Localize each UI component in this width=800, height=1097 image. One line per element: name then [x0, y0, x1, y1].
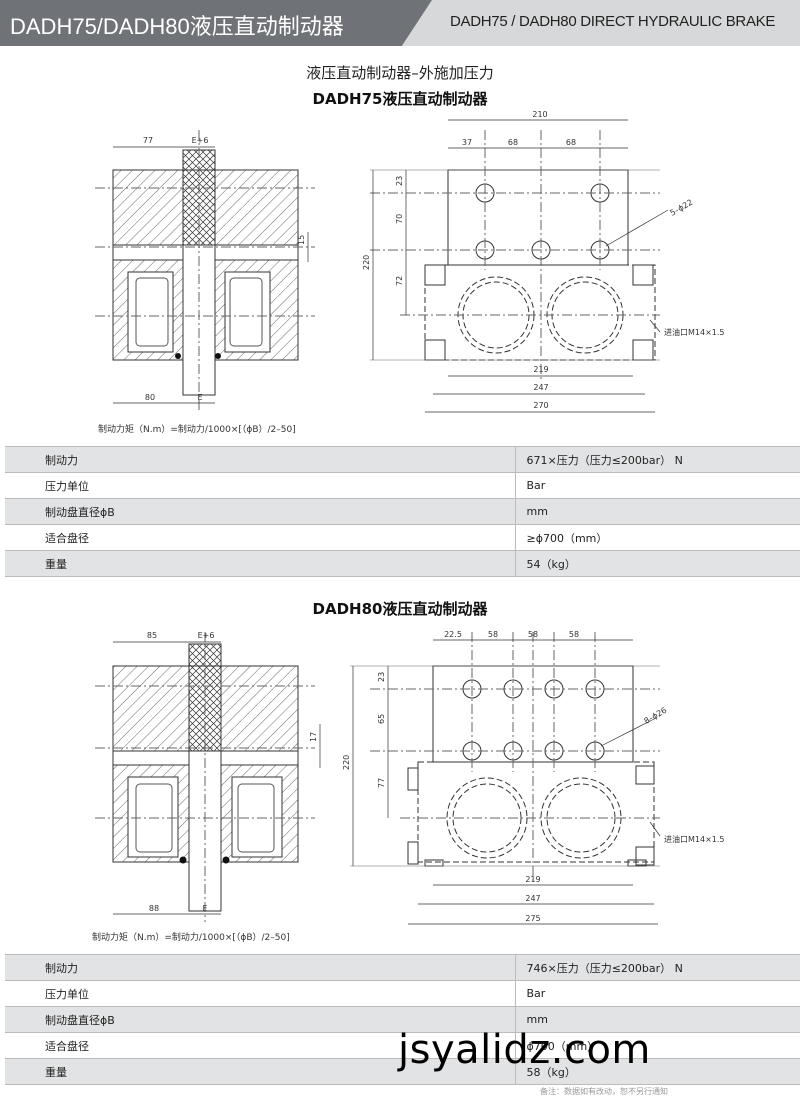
table-row: 压力单位 Bar	[5, 980, 800, 1007]
body-lower	[417, 761, 655, 863]
table-row: 压力单位 Bar	[5, 472, 800, 499]
dim-247: 247	[525, 894, 540, 903]
dim-e: E	[202, 904, 207, 913]
mount-tab	[632, 339, 654, 361]
spec-value: Bar	[515, 472, 800, 499]
dim-85: 85	[147, 631, 157, 640]
dim-58c: 58	[569, 630, 579, 639]
dim-68a: 68	[508, 138, 518, 147]
dim-210: 210	[532, 110, 547, 119]
port-label: 进油口M14×1.5	[664, 834, 725, 844]
dim-65: 65	[377, 714, 386, 724]
piston-right	[224, 271, 271, 353]
hatch-upper-left	[112, 169, 184, 246]
spec-value: mm	[515, 1006, 800, 1033]
dim-23: 23	[395, 176, 404, 186]
spec-value: mm	[515, 498, 800, 525]
port-label: 进油口M14×1.5	[664, 327, 725, 337]
hatch-upper-left	[112, 665, 190, 752]
mount-tab	[424, 339, 446, 361]
watermark-text: jsyalidz.com	[398, 1027, 651, 1073]
spec-value: Bar	[515, 980, 800, 1007]
header-right-title: DADH75 / DADH80 DIRECT HYDRAULIC BRAKE	[450, 13, 776, 30]
dim-22-5: 22.5	[444, 630, 462, 639]
section2-formula: 制动力矩（N.m）=制动力/1000×[（ϕB）/2–50]	[92, 933, 290, 943]
footnote: 备注：数据如有改动，恕不另行通知	[540, 1087, 668, 1096]
dim-58b: 58	[528, 630, 538, 639]
dim-e6: E+6	[198, 631, 215, 640]
dim-23: 23	[377, 672, 386, 682]
dim-77: 77	[377, 778, 386, 788]
table-row: 适合盘径 ≥ϕ700（mm）	[5, 524, 800, 551]
dim-15: 15	[297, 235, 306, 245]
section1-spec-table: 制动力 671×压力（压力≤200bar） N 压力单位 Bar 制动盘直径ϕB…	[5, 446, 800, 577]
section2-spec-table: 制动力 746×压力（压力≤200bar） N 压力单位 Bar 制动盘直径ϕB…	[5, 954, 800, 1085]
dim-219: 219	[533, 365, 548, 374]
dim-68b: 68	[566, 138, 576, 147]
spec-value: ≥ϕ700（mm）	[515, 524, 800, 551]
dim-58a: 58	[488, 630, 498, 639]
seal-left	[179, 856, 187, 864]
section1-subtitle: 液压直动制动器–外施加压力	[306, 64, 494, 82]
dim-72: 72	[395, 276, 404, 286]
spec-key: 制动盘直径ϕB	[5, 498, 516, 525]
dim-219: 219	[525, 875, 540, 884]
page-header: DADH75/DADH80液压直动制动器 DADH75 / DADH80 DIR…	[0, 0, 800, 46]
header-title-block: DADH75/DADH80液压直动制动器	[0, 0, 432, 46]
table-row: 制动力 746×压力（压力≤200bar） N	[5, 954, 800, 981]
table-row: 适合盘径 ϕ700（mm）	[5, 1032, 800, 1059]
header-left-title: DADH75/DADH80液压直动制动器	[10, 14, 344, 39]
holes-label: 5–ϕ22	[669, 198, 695, 218]
spec-value: 746×压力（压力≤200bar） N	[515, 954, 800, 981]
spec-key: 制动力	[5, 954, 516, 981]
mount-tab	[632, 264, 654, 286]
dim-88: 88	[149, 904, 159, 913]
dim-220: 220	[362, 255, 371, 270]
spec-key: 重量	[5, 550, 516, 577]
hatch-upper-right	[220, 665, 299, 752]
spec-key: 压力单位	[5, 980, 516, 1007]
holes-label: 8–ϕ26	[643, 706, 669, 726]
seal-right	[215, 353, 221, 359]
section1-title: DADH75液压直动制动器	[312, 90, 488, 108]
dadh75-drawing: 77 E+6 15 80 E 210 37 68 68 23 70 72 220…	[95, 110, 725, 413]
piston-right-inner	[229, 277, 263, 347]
hatch-upper-right	[214, 169, 299, 246]
mount-block	[407, 767, 419, 791]
spec-value: 671×压力（压力≤200bar） N	[515, 446, 800, 473]
dim-220: 220	[342, 755, 351, 770]
disc-crosshatch	[188, 643, 222, 752]
piston-left	[127, 271, 174, 353]
table-row: 制动力 671×压力（压力≤200bar） N	[5, 446, 800, 473]
mount-tab	[424, 264, 446, 286]
table-row: 制动盘直径ϕB mm	[5, 498, 800, 525]
mount-block	[407, 841, 419, 865]
seal-right	[222, 856, 230, 864]
dim-70: 70	[395, 214, 404, 224]
section1-formula: 制动力矩（N.m）=制动力/1000×[（ϕB）/2–50]	[98, 425, 296, 435]
spec-key: 压力单位	[5, 472, 516, 499]
body-lower	[424, 264, 656, 361]
piston-left-inner	[135, 277, 169, 347]
spec-value: ϕ700（mm）	[515, 1032, 800, 1059]
table-row: 重量 58（kg）	[5, 1058, 800, 1085]
spec-key: 制动力	[5, 446, 516, 473]
dim-e: E	[197, 393, 202, 402]
dim-247: 247	[533, 383, 548, 392]
dim-37: 37	[462, 138, 472, 147]
table-row: 重量 54（kg）	[5, 550, 800, 577]
spec-key: 适合盘径	[5, 524, 516, 551]
seal-left	[175, 353, 181, 359]
dim-270: 270	[533, 401, 548, 410]
dadh80-drawing: 85 E+6 17 88 E 22.5 58 58 58 23 65 77 22…	[95, 630, 725, 925]
spec-key: 重量	[5, 1058, 516, 1085]
dim-e6: E+6	[192, 136, 209, 145]
dim-80: 80	[145, 393, 155, 402]
dim-77: 77	[143, 136, 153, 145]
dim-17: 17	[309, 732, 318, 742]
section2-title: DADH80液压直动制动器	[312, 600, 488, 618]
spec-value: 58（kg）	[515, 1058, 800, 1085]
dim-275: 275	[525, 914, 540, 923]
spec-value: 54（kg）	[515, 550, 800, 577]
